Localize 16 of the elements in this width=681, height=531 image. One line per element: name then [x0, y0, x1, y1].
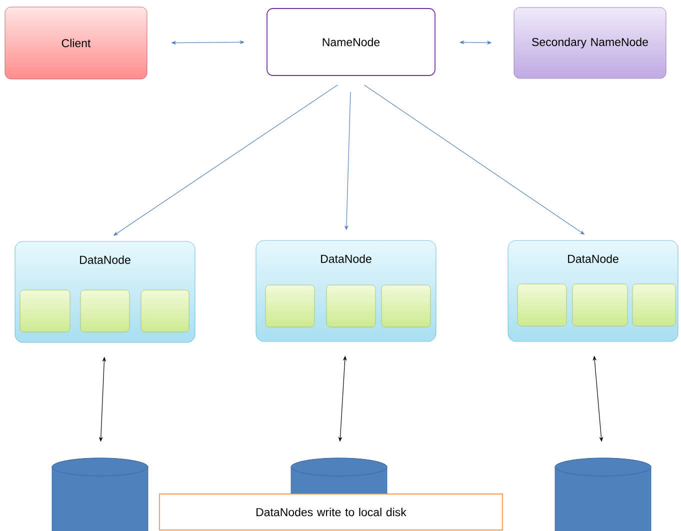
- block-box: [572, 284, 628, 326]
- block-box: [140, 290, 190, 332]
- namenode-box: NameNode: [266, 8, 436, 76]
- block-box: [265, 284, 315, 328]
- disk-cylinder: [554, 458, 652, 531]
- block-box: [326, 284, 376, 328]
- block-box: [20, 290, 70, 332]
- note-box: DataNodes write to local disk: [159, 494, 503, 530]
- block-box: [517, 284, 567, 326]
- disk-cylinder: [290, 458, 388, 494]
- block-box: [632, 284, 676, 326]
- secondary-box: Secondary NameNode: [514, 7, 666, 79]
- block-box: [381, 284, 431, 328]
- client-box: Client: [4, 6, 148, 80]
- disk-cylinder: [52, 458, 148, 531]
- block-box: [80, 290, 130, 332]
